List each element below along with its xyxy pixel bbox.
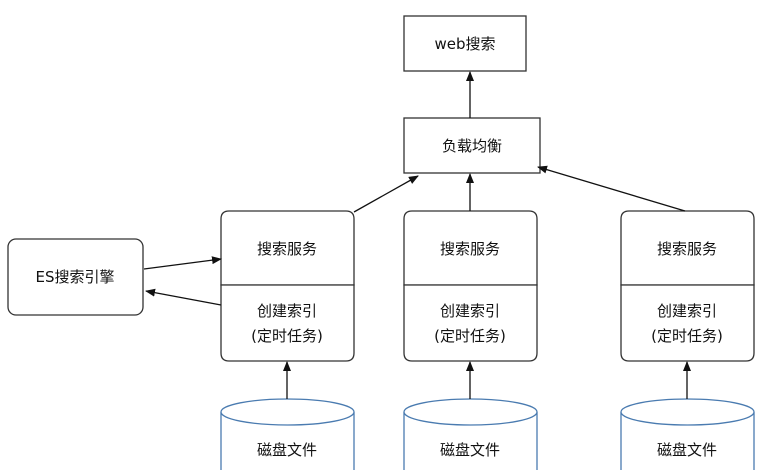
web-search-label: web搜索 — [434, 35, 495, 53]
load-balancer-label: 负载均衡 — [442, 137, 502, 155]
disk-file-node-1: 磁盘文件 — [220, 398, 355, 470]
disk-file-node-2: 磁盘文件 — [403, 398, 538, 470]
build-index-label-2b: (定时任务) — [434, 327, 506, 345]
build-index-node-2: 创建索引 (定时任务) — [403, 284, 538, 362]
arrow-service3-to-lb — [537, 165, 686, 212]
build-index-label-3b: (定时任务) — [651, 327, 723, 345]
disk-file-label-1: 磁盘文件 — [257, 441, 317, 459]
disk-file-label-2: 磁盘文件 — [440, 441, 500, 459]
web-search-node: web搜索 — [403, 15, 527, 72]
build-index-node-1: 创建索引 (定时任务) — [220, 284, 355, 362]
search-service-node-2: 搜索服务 — [403, 210, 538, 286]
search-service-label-2: 搜索服务 — [440, 240, 500, 258]
search-service-node-3: 搜索服务 — [620, 210, 755, 286]
search-service-label-1: 搜索服务 — [257, 240, 317, 258]
search-service-label-3: 搜索服务 — [657, 240, 717, 258]
disk-file-node-3: 磁盘文件 — [620, 398, 755, 470]
es-engine-node: ES搜索引擎 — [7, 238, 144, 316]
arrow-service1-to-lb — [353, 175, 419, 213]
connectors — [143, 71, 691, 399]
disk-file-label-3: 磁盘文件 — [657, 441, 717, 459]
load-balancer-node: 负载均衡 — [403, 117, 541, 174]
search-service-node-1: 搜索服务 — [220, 210, 355, 286]
es-engine-label: ES搜索引擎 — [36, 268, 115, 286]
arrow-es-to-service1 — [143, 256, 222, 270]
build-index-label-3a: 创建索引 — [657, 302, 717, 320]
build-index-label-1b: (定时任务) — [251, 327, 323, 345]
build-index-label-2a: 创建索引 — [440, 302, 500, 320]
arrow-index1-to-es — [145, 288, 222, 306]
build-index-label-1a: 创建索引 — [257, 302, 317, 320]
build-index-node-3: 创建索引 (定时任务) — [620, 284, 755, 362]
